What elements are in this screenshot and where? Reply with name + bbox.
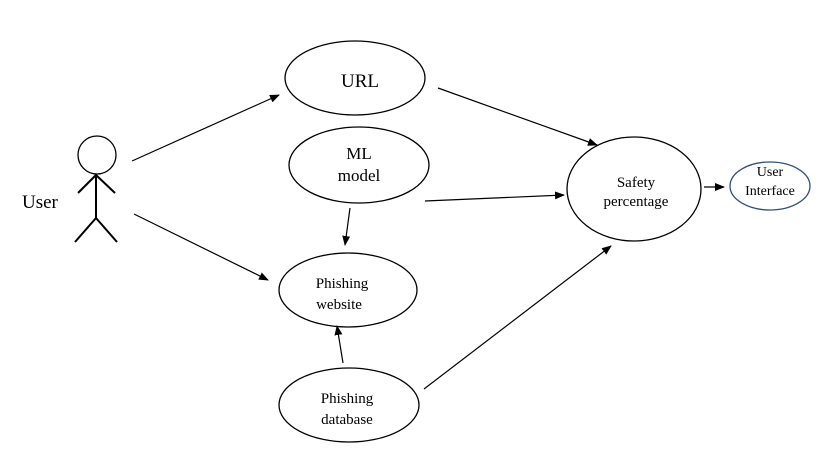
url-node xyxy=(284,40,426,116)
phishing-website-label-line2: website xyxy=(316,297,362,313)
actor-leg-right xyxy=(95,217,118,243)
user-interface-label-line2: Interface xyxy=(745,184,795,199)
actor-arm-left xyxy=(77,174,97,194)
phishing-database-node xyxy=(278,367,420,443)
safety-percentage-label-line1: Safety xyxy=(617,175,656,191)
arrow-ml-model-to-phishing-website xyxy=(342,207,351,246)
ml-model-label-line2: model xyxy=(338,166,381,185)
user-interface-label-line1: User xyxy=(757,165,784,180)
actor-label: User xyxy=(22,192,59,213)
arrow-ml-model-to-safety-percentage xyxy=(424,191,565,202)
phishing-database-label-line2: database xyxy=(321,412,373,428)
arrow-phishing-database-to-phishing-website xyxy=(334,325,344,364)
arrow-url-to-safety-percentage xyxy=(437,87,598,146)
actor-arm-right xyxy=(95,174,116,194)
arrow-user-to-phishing-website xyxy=(133,213,269,281)
arrow-phishing-database-to-safety-percentage xyxy=(423,245,612,390)
url-label: URL xyxy=(341,71,379,92)
safety-percentage-node xyxy=(566,136,702,242)
safety-percentage-label-line2: percentage xyxy=(604,194,669,210)
ml-model-label-line1: ML xyxy=(346,144,372,163)
arrow-user-to-url xyxy=(131,94,280,162)
actor-leg-left xyxy=(74,217,97,243)
user-actor xyxy=(74,135,118,243)
phishing-website-label-line1: Phishing xyxy=(316,276,369,292)
ml-model-node xyxy=(288,126,430,204)
actor-head xyxy=(77,135,117,175)
phishing-database-label-line1: Phishing xyxy=(321,391,374,407)
phishing-website-node xyxy=(278,252,418,328)
user-interface-node xyxy=(729,161,811,211)
